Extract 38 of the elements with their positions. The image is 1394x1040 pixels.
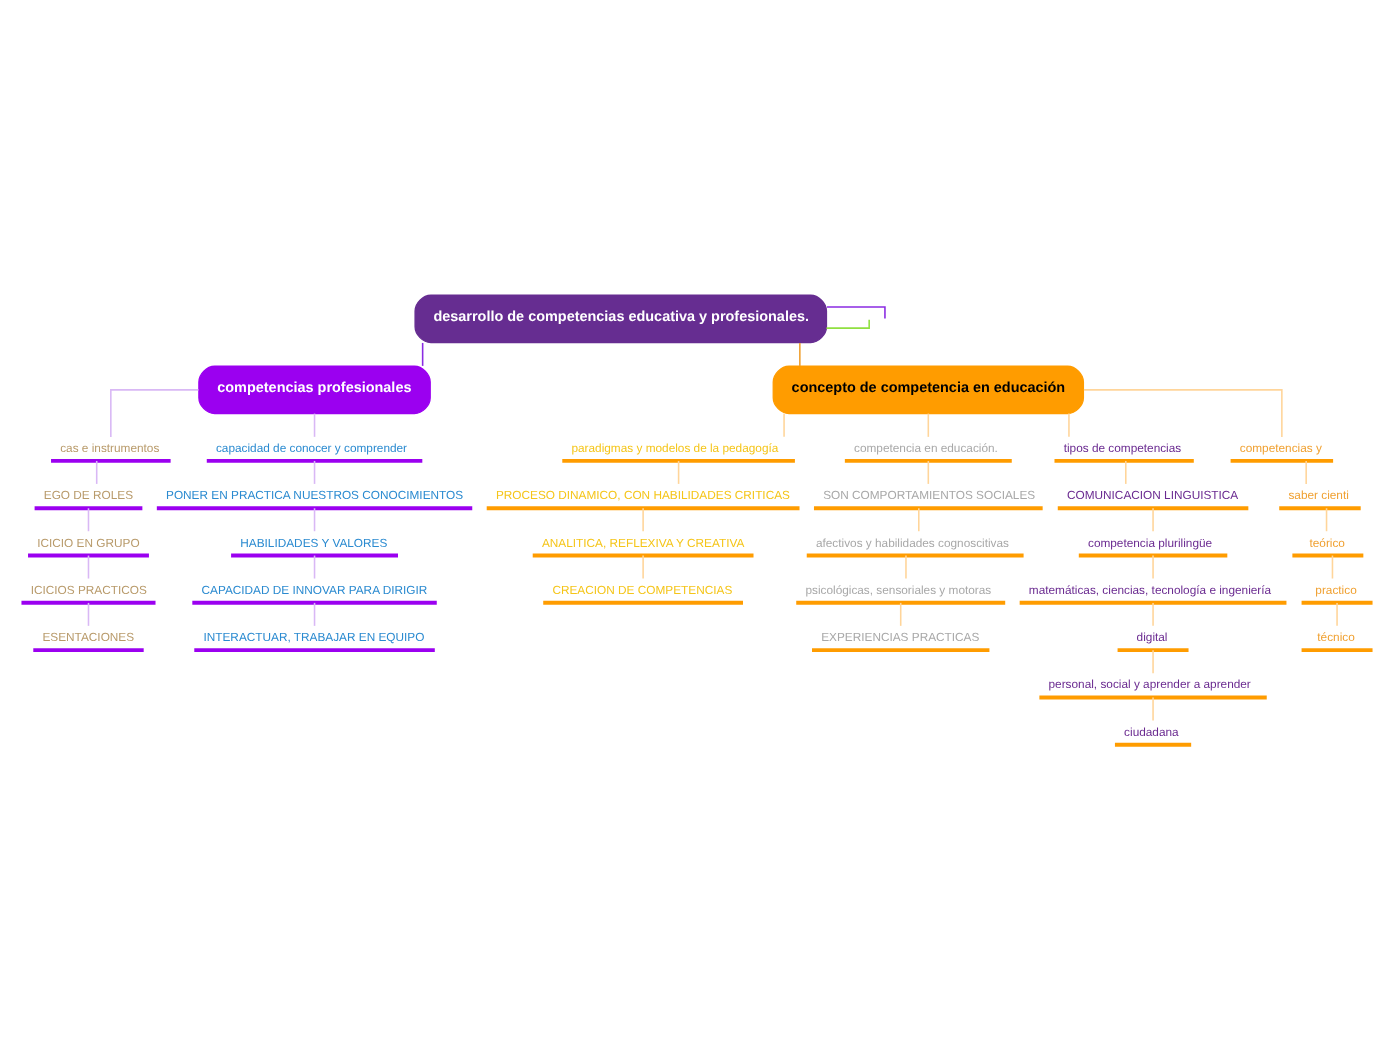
- connector: [1083, 389, 1283, 438]
- connector: [87, 602, 90, 627]
- connector: [110, 389, 200, 438]
- node-box: competencias profesionales: [198, 365, 431, 415]
- connector: [313, 602, 316, 627]
- connector: [1336, 602, 1338, 627]
- connector: [87, 507, 90, 532]
- connector: [899, 602, 902, 627]
- connector: [927, 460, 930, 485]
- node-box: desarrollo de competencias educativa y profesionales.: [414, 294, 828, 344]
- connector: [677, 460, 680, 485]
- connector: [1152, 507, 1154, 532]
- connector: [918, 507, 920, 532]
- connector: [799, 342, 801, 367]
- connector: [642, 554, 644, 580]
- connector: [1152, 649, 1154, 674]
- connector: [313, 554, 316, 580]
- connector: [1325, 507, 1328, 532]
- connector: [1068, 412, 1070, 438]
- connector: [1152, 696, 1154, 722]
- connector: [313, 507, 316, 532]
- connector: [313, 412, 316, 438]
- connector: [825, 318, 870, 329]
- connector: [87, 554, 90, 580]
- connector: [421, 342, 424, 367]
- connector: [905, 554, 907, 580]
- connector: [783, 412, 785, 438]
- connector: [95, 460, 98, 485]
- connector: [1331, 554, 1334, 580]
- connector: [642, 507, 644, 532]
- node-box: concepto de competencia en educación: [772, 365, 1085, 415]
- connector: [313, 460, 316, 485]
- connector: [826, 306, 886, 320]
- connector: [1152, 602, 1154, 627]
- connector: [1152, 554, 1154, 580]
- connector: [1305, 460, 1307, 485]
- connector: [1125, 460, 1127, 485]
- connector: [927, 412, 930, 438]
